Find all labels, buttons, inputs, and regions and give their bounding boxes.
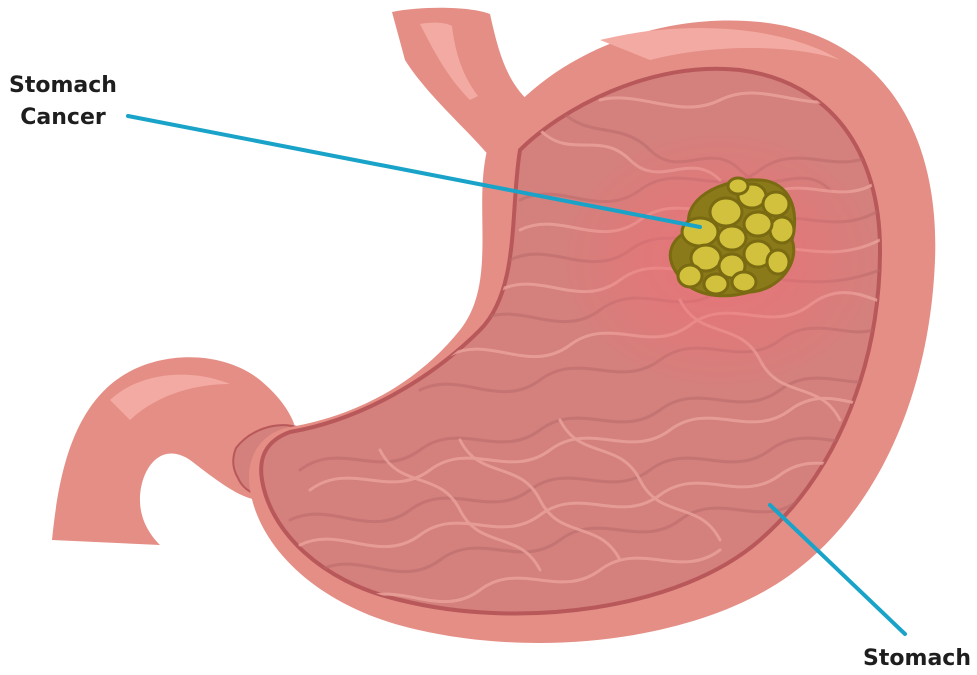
stomach-cancer-label: Stomach Cancer — [4, 70, 122, 134]
stomach-cancer-label-line2: Cancer — [4, 102, 122, 134]
stomach-label: Stomach — [863, 643, 971, 675]
stomach-cancer-label-line1: Stomach — [4, 70, 122, 102]
